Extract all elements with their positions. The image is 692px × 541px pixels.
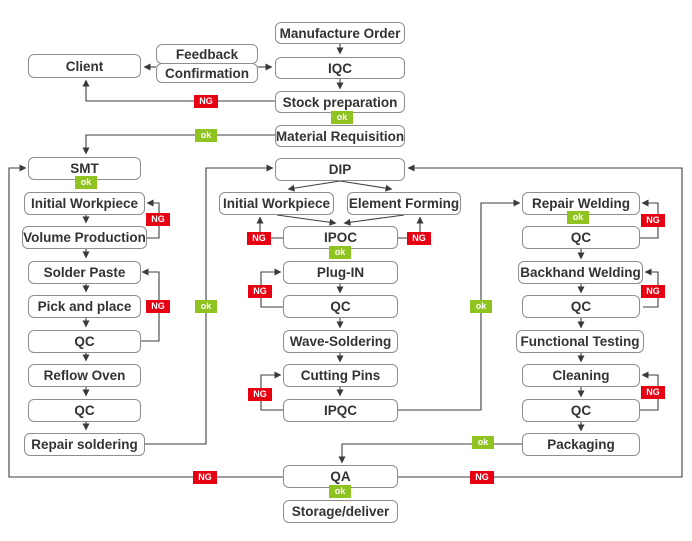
node-cutting-pins: Cutting Pins bbox=[283, 364, 398, 387]
node-plug-in: Plug-IN bbox=[283, 261, 398, 284]
node-iqc: IQC bbox=[275, 57, 405, 79]
node-smt-initial-workpiece: Initial Workpiece bbox=[24, 192, 145, 215]
node-cleaning: Cleaning bbox=[522, 364, 640, 387]
node-smt-qc1: QC bbox=[28, 330, 141, 353]
node-reflow-oven: Reflow Oven bbox=[28, 364, 141, 387]
ok-badge: ok bbox=[331, 111, 353, 124]
ng-badge: NG bbox=[248, 285, 272, 298]
node-packaging: Packaging bbox=[522, 433, 640, 456]
node-volume-production: Volume Production bbox=[22, 226, 147, 249]
node-smt: SMT bbox=[28, 157, 141, 180]
node-ipqc: IPQC bbox=[283, 399, 398, 422]
node-element-forming: Element Forming bbox=[347, 192, 461, 215]
ng-badge: NG bbox=[407, 232, 431, 245]
node-functional-testing: Functional Testing bbox=[516, 330, 644, 353]
ok-badge: ok bbox=[195, 300, 217, 313]
node-smt-qc2: QC bbox=[28, 399, 141, 422]
node-ipoc: IPOC bbox=[283, 226, 398, 249]
node-storage-deliver: Storage/deliver bbox=[283, 500, 398, 523]
node-wave-soldering: Wave-Soldering bbox=[283, 330, 398, 353]
ok-badge: ok bbox=[329, 485, 351, 498]
ng-badge: NG bbox=[470, 471, 494, 484]
ng-badge: NG bbox=[193, 471, 217, 484]
node-rw-qc1: QC bbox=[522, 226, 640, 249]
ok-badge: ok bbox=[329, 246, 351, 259]
node-feedback: Feedback bbox=[156, 44, 258, 64]
ok-badge: ok bbox=[567, 211, 589, 224]
node-confirmation: Confirmation bbox=[156, 63, 258, 83]
ok-badge: ok bbox=[75, 176, 97, 189]
node-repair-soldering: Repair soldering bbox=[24, 433, 145, 456]
ng-badge: NG bbox=[146, 213, 170, 226]
node-dip: DIP bbox=[275, 158, 405, 181]
node-rw-qc3: QC bbox=[522, 399, 640, 422]
node-solder-paste: Solder Paste bbox=[28, 261, 141, 284]
node-stock-preparation: Stock preparation bbox=[275, 91, 405, 113]
ok-badge: ok bbox=[195, 129, 217, 142]
node-manufacture-order: Manufacture Order bbox=[275, 22, 405, 44]
node-repair-welding: Repair Welding bbox=[522, 192, 640, 215]
node-backhand-welding: Backhand Welding bbox=[518, 261, 643, 284]
node-pick-and-place: Pick and place bbox=[28, 295, 141, 318]
ng-badge: NG bbox=[247, 232, 271, 245]
node-rw-qc2: QC bbox=[522, 295, 640, 318]
ng-badge: NG bbox=[641, 214, 665, 227]
ng-badge: NG bbox=[248, 388, 272, 401]
node-client: Client bbox=[28, 54, 141, 78]
node-material-requisition: Material Requisition bbox=[275, 125, 405, 147]
node-qa: QA bbox=[283, 465, 398, 488]
ok-badge: ok bbox=[472, 436, 494, 449]
ng-badge: NG bbox=[641, 285, 665, 298]
node-dip-qc1: QC bbox=[283, 295, 398, 318]
ng-badge: NG bbox=[146, 300, 170, 313]
node-dip-initial-workpiece: Initial Workpiece bbox=[219, 192, 334, 215]
ng-badge: NG bbox=[194, 95, 218, 108]
ng-badge: NG bbox=[641, 386, 665, 399]
ok-badge: ok bbox=[470, 300, 492, 313]
